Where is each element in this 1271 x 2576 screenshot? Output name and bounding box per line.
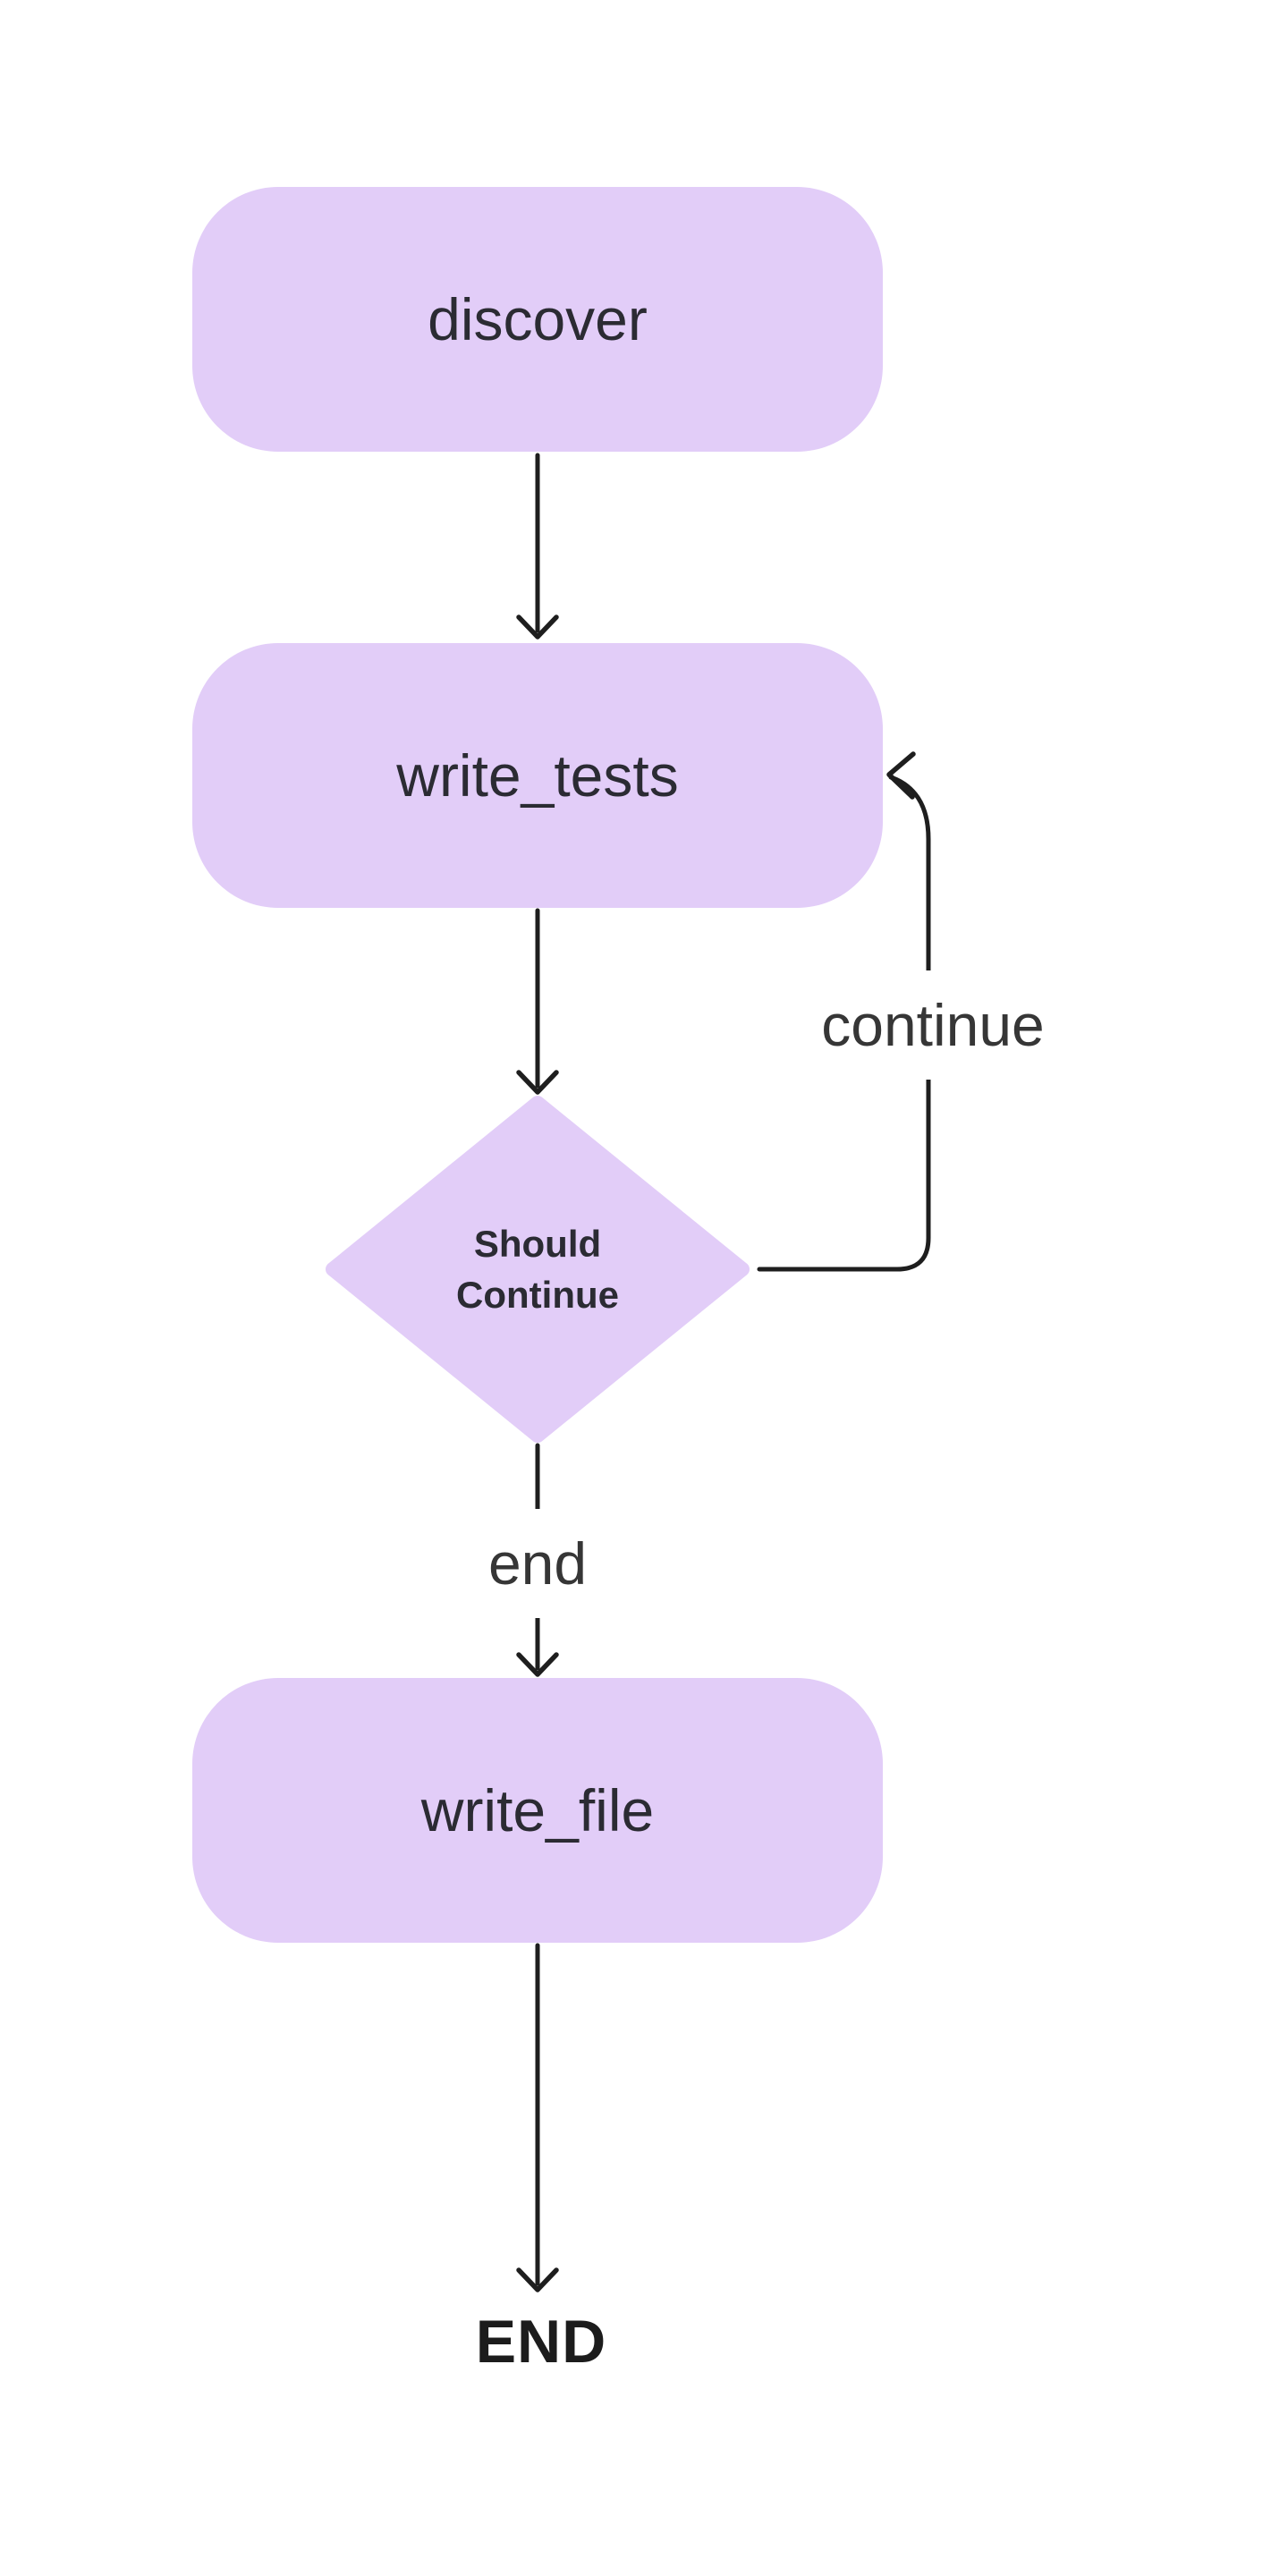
node-discover-label: discover	[428, 286, 648, 352]
end-terminal-label: END	[475, 2308, 607, 2376]
edge-label-continue-text: continue	[821, 992, 1045, 1058]
arrowhead-down-icon	[516, 1652, 559, 1677]
arrowhead-left-icon	[886, 751, 916, 800]
end-terminal: END	[407, 2308, 675, 2376]
arrowhead-down-icon	[516, 1070, 559, 1095]
edge-label-end: end	[448, 1509, 627, 1618]
decision-diamond-shape	[326, 1096, 750, 1443]
node-write-file: write_file	[192, 1678, 883, 1943]
decision-label-line2: Continue	[456, 1274, 619, 1316]
decision-label-line1: Should	[473, 1223, 602, 1265]
arrowhead-down-icon	[516, 614, 559, 640]
node-write-file-label: write_file	[420, 1777, 655, 1843]
node-discover: discover	[192, 187, 883, 452]
arrowhead-down-icon	[516, 2267, 559, 2292]
edge-continue-loop	[757, 775, 931, 1272]
edge-label-continue: continue	[799, 970, 1067, 1080]
node-write-tests-label: write_tests	[396, 742, 679, 809]
decision-should-continue-label: Should Continue	[359, 1197, 716, 1342]
node-write-tests: write_tests	[192, 643, 883, 908]
edge-label-end-text: end	[487, 1530, 588, 1597]
